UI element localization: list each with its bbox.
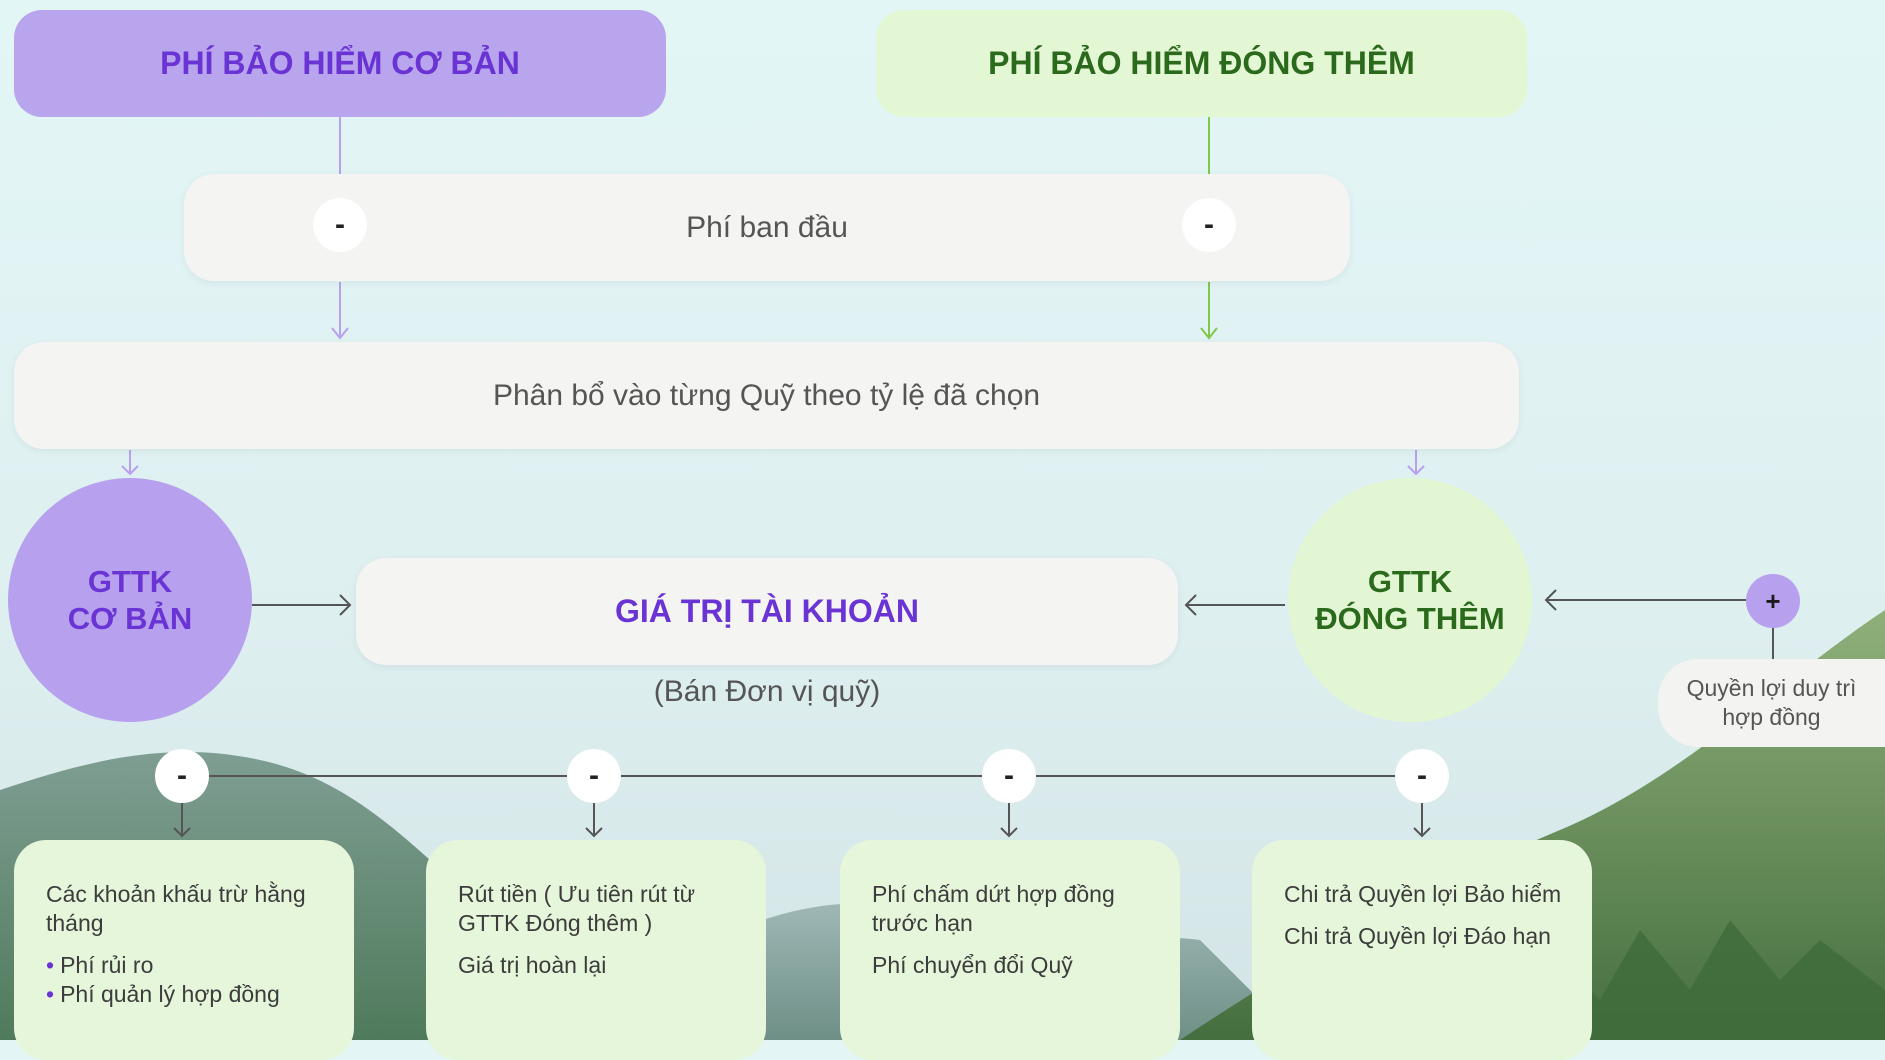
bullet-dot-icon: •: [46, 952, 55, 978]
minus-icon: -: [1395, 749, 1449, 803]
initial-fee-label: Phí ban đầu: [686, 210, 848, 244]
card-bullet-list: •Phí rủi ro •Phí quản lý hợp đồng: [46, 951, 334, 1009]
gttk-basic-circle: GTTK CƠ BẢN: [8, 478, 252, 722]
card-bullet: •Phí rủi ro: [46, 951, 334, 980]
account-value-label: GIÁ TRỊ TÀI KHOẢN: [615, 593, 919, 629]
card-text: Giá trị hoàn lại: [458, 952, 607, 978]
maintenance-benefit-label: Quyền lợi duy trì hợp đồng: [1686, 675, 1857, 730]
card-text: Phí chấm dứt hợp đồng trước hạn: [872, 881, 1115, 936]
minus-icon: -: [1182, 198, 1236, 252]
fund-allocation-label: Phân bổ vào từng Quỹ theo tỷ lệ đã chọn: [492, 378, 1041, 412]
card-text: Phí chuyển đổi Quỹ: [872, 952, 1073, 978]
initial-fee-box: Phí ban đầu: [184, 174, 1350, 281]
card-text: Rút tiền ( Ưu tiên rút từ GTTK Đóng thêm…: [458, 881, 696, 936]
card-bullet: •Phí quản lý hợp đồng: [46, 980, 334, 1009]
card-text: Chi trả Quyền lợi Đáo hạn: [1284, 923, 1551, 949]
gttk-top-up-line2: ĐÓNG THÊM: [1315, 601, 1505, 636]
bullet-dot-icon: •: [46, 981, 55, 1007]
sell-fund-units-note: (Bán Đơn vị quỹ): [653, 675, 881, 708]
gttk-top-up-circle: GTTK ĐÓNG THÊM: [1288, 478, 1532, 722]
maintenance-benefit-box: Quyền lợi duy trì hợp đồng: [1658, 659, 1885, 747]
minus-icon: -: [567, 749, 621, 803]
fund-allocation-box: Phân bổ vào từng Quỹ theo tỷ lệ đã chọn: [14, 342, 1519, 449]
card-text: Chi trả Quyền lợi Bảo hiểm: [1284, 881, 1562, 907]
gttk-basic-line2: CƠ BẢN: [67, 601, 193, 636]
plus-icon: +: [1746, 574, 1800, 628]
top-up-premium-header: PHÍ BẢO HIỂM ĐÓNG THÊM: [876, 10, 1527, 117]
minus-icon: -: [155, 749, 209, 803]
deduction-card-fees: Phí chấm dứt hợp đồng trước hạn Phí chuy…: [840, 840, 1180, 1060]
gttk-basic-line1: GTTK: [87, 564, 173, 599]
minus-icon: -: [313, 198, 367, 252]
deduction-card-benefits: Chi trả Quyền lợi Bảo hiểm Chi trả Quyền…: [1252, 840, 1592, 1060]
deduction-card-withdrawal: Rút tiền ( Ưu tiên rút từ GTTK Đóng thêm…: [426, 840, 766, 1060]
gttk-top-up-line1: GTTK: [1367, 564, 1453, 599]
card-text: Các khoản khấu trừ hằng tháng: [46, 881, 306, 936]
card-bullet-text: Phí rủi ro: [60, 952, 154, 978]
minus-icon: -: [982, 749, 1036, 803]
card-bullet-text: Phí quản lý hợp đồng: [60, 981, 280, 1007]
basic-premium-header: PHÍ BẢO HIỂM CƠ BẢN: [14, 10, 666, 117]
account-value-box: GIÁ TRỊ TÀI KHOẢN: [356, 558, 1178, 665]
deduction-card-monthly: Các khoản khấu trừ hằng tháng •Phí rủi r…: [14, 840, 354, 1060]
